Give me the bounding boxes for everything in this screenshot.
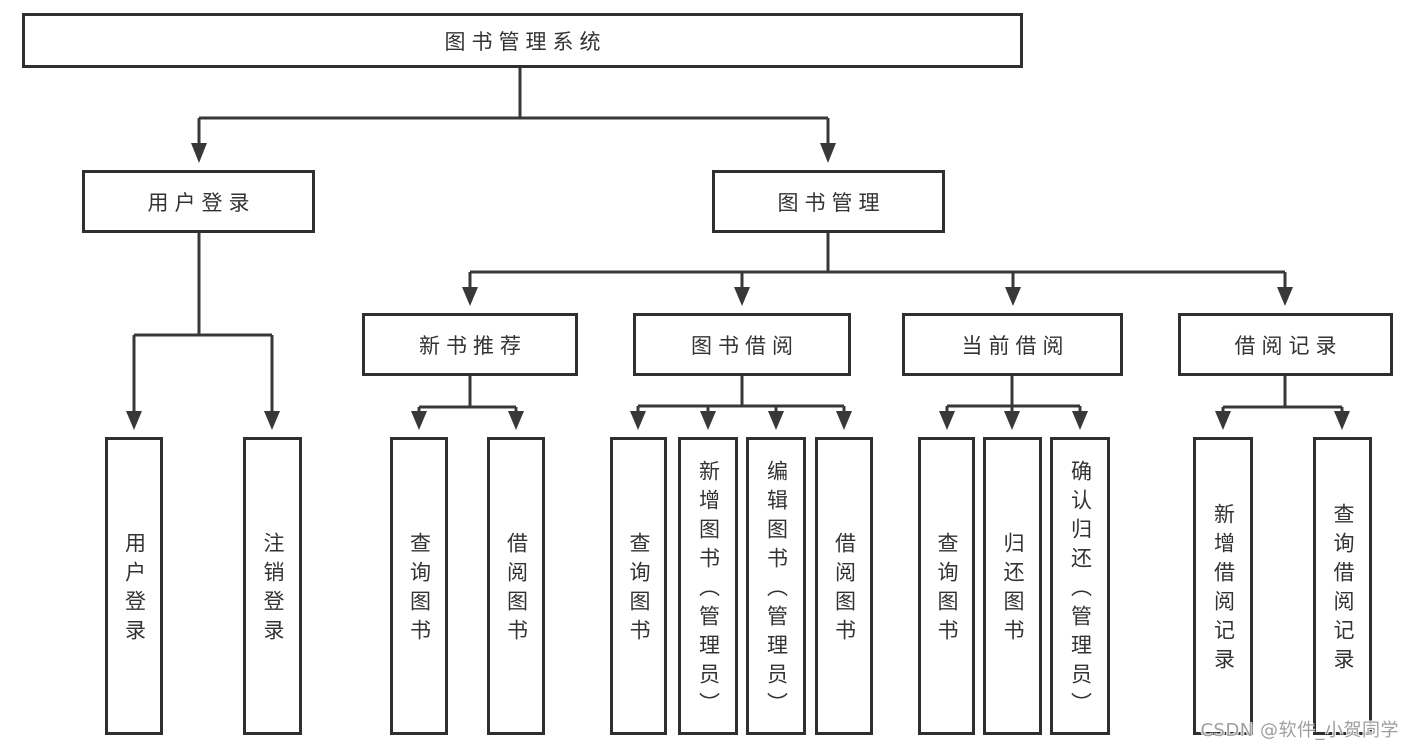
leaf-add-borrow-record: 新增借阅记录 <box>1193 437 1253 735</box>
connector-borrowing-records-to-leaves <box>1215 376 1350 430</box>
leaf-user-login: 用户登录 <box>105 437 163 735</box>
node-user-login: 用户登录 <box>82 170 315 233</box>
node-book-management: 图书管理 <box>712 170 945 233</box>
connector-book-management-to-level3 <box>462 233 1293 306</box>
leaf-add-books-admin-label: 新增图书（管理员） <box>696 459 721 721</box>
leaf-edit-books-admin-label: 编辑图书（管理员） <box>764 459 789 721</box>
leaf-return-books-label: 归还图书 <box>1001 532 1025 648</box>
node-borrowing-records: 借阅记录 <box>1178 313 1393 376</box>
node-current-borrowing-label: 当前借阅 <box>961 333 1070 358</box>
leaf-query-books-recommend: 查询图书 <box>390 437 448 735</box>
leaf-edit-books-admin: 编辑图书（管理员） <box>746 437 806 735</box>
leaf-query-books-borrowing: 查询图书 <box>610 437 667 735</box>
leaf-confirm-return-admin-label: 确认归还（管理员） <box>1068 459 1093 721</box>
leaf-query-books-current: 查询图书 <box>918 437 975 735</box>
node-book-borrowing-label: 图书借阅 <box>691 333 799 358</box>
leaf-borrow-books-borrowing: 借阅图书 <box>815 437 873 735</box>
node-current-borrowing: 当前借阅 <box>902 313 1123 376</box>
leaf-borrow-books-recommend: 借阅图书 <box>487 437 545 735</box>
node-library-system-label: 图书管理系统 <box>444 29 607 54</box>
node-library-system: 图书管理系统 <box>22 13 1023 68</box>
leaf-logout-label: 注销登录 <box>261 532 285 648</box>
leaf-query-books-current-label: 查询图书 <box>935 532 959 648</box>
leaf-borrow-books-recommend-label: 借阅图书 <box>504 532 529 648</box>
leaf-query-books-recommend-label: 查询图书 <box>407 532 432 648</box>
node-user-login-label: 用户登录 <box>147 190 256 215</box>
watermark: CSDN @软件_小贺同学 <box>1200 720 1399 741</box>
connector-user-login-to-leaves <box>126 233 280 430</box>
leaf-user-login-label: 用户登录 <box>122 532 147 648</box>
leaf-query-borrow-record-label: 查询借阅记录 <box>1331 503 1355 677</box>
leaf-query-borrow-record: 查询借阅记录 <box>1313 437 1372 735</box>
leaf-confirm-return-admin: 确认归还（管理员） <box>1050 437 1110 735</box>
connector-new-book-recommend-to-leaves <box>411 376 524 430</box>
connector-current-borrowing-to-leaves <box>939 376 1088 430</box>
leaf-add-borrow-record-label: 新增借阅记录 <box>1211 503 1236 677</box>
node-borrowing-records-label: 借阅记录 <box>1234 333 1343 358</box>
leaf-logout: 注销登录 <box>243 437 302 735</box>
node-new-book-recommend: 新书推荐 <box>362 313 578 376</box>
leaf-borrow-books-borrowing-label: 借阅图书 <box>832 532 857 648</box>
leaf-add-books-admin: 新增图书（管理员） <box>678 437 738 735</box>
connector-book-borrowing-to-leaves <box>630 376 852 430</box>
node-book-borrowing: 图书借阅 <box>633 313 851 376</box>
connector-root-to-level2 <box>191 68 836 163</box>
leaf-return-books: 归还图书 <box>983 437 1042 735</box>
node-new-book-recommend-label: 新书推荐 <box>419 333 527 358</box>
node-book-management-label: 图书管理 <box>777 190 886 215</box>
leaf-query-books-borrowing-label: 查询图书 <box>627 532 651 648</box>
